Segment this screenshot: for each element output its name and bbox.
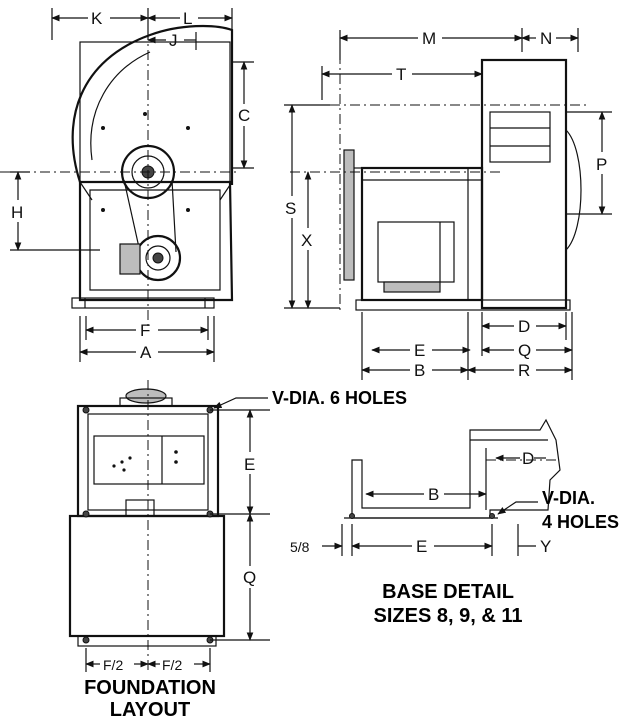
dim-p: P xyxy=(596,155,607,174)
caption-base-detail-sizes: SIZES 8, 9, & 11 xyxy=(374,605,523,627)
caption-layout: LAYOUT xyxy=(110,699,190,719)
dim-b-side: B xyxy=(414,361,425,380)
front-view xyxy=(0,10,240,330)
dim-m: M xyxy=(422,29,436,48)
callout-leader-4-holes xyxy=(497,501,538,515)
foundation-plan xyxy=(68,380,226,672)
dim-r-side: R xyxy=(518,361,530,380)
v-belt xyxy=(123,179,177,253)
dim-e-plan: E xyxy=(244,455,255,474)
dim-n: N xyxy=(540,29,552,48)
dim-x: X xyxy=(301,231,312,250)
plan-motor xyxy=(93,435,205,485)
side-pulleys xyxy=(343,149,355,281)
front-frame xyxy=(78,180,234,302)
front-base xyxy=(71,297,215,309)
front-dimensions: K L J C H F A xyxy=(10,8,254,362)
dim-h: H xyxy=(11,203,23,222)
side-base xyxy=(355,299,571,311)
dim-b-detail: B xyxy=(428,485,439,504)
side-outlet xyxy=(489,111,551,163)
dim-d-detail: D xyxy=(522,449,534,468)
callout-4-holes-line1: V-DIA. xyxy=(542,488,595,508)
dim-t: T xyxy=(396,65,406,84)
dim-f-half-left: F/2 xyxy=(103,657,123,673)
dim-d-side: D xyxy=(518,317,530,336)
dim-k: K xyxy=(91,9,103,28)
dim-a: A xyxy=(140,343,152,362)
plan-pulley xyxy=(125,388,167,404)
side-dimensions: M N T S X P D E Q B xyxy=(284,28,612,380)
callout-6-holes: V-DIA. 6 HOLES xyxy=(272,388,407,408)
dim-j: J xyxy=(169,31,178,50)
base-detail-outline xyxy=(351,418,561,519)
callout-leader-6-holes xyxy=(213,397,268,409)
base-detail xyxy=(344,418,561,519)
caption-foundation: FOUNDATION xyxy=(84,677,216,699)
dim-y: Y xyxy=(540,537,551,556)
front-scroll-housing xyxy=(71,24,234,185)
dim-e-detail: E xyxy=(416,537,427,556)
base-detail-dimensions: B D 5/8 E Y V-DIA. 4 HOLES xyxy=(290,449,619,556)
side-housing xyxy=(480,58,568,310)
dim-c: C xyxy=(238,106,250,125)
dim-f-half-right: F/2 xyxy=(162,657,182,673)
dim-q-side: Q xyxy=(518,341,531,360)
side-frame xyxy=(360,166,484,302)
callout-4-holes-line2: 4 HOLES xyxy=(542,512,619,532)
dim-f: F xyxy=(140,321,150,340)
caption-base-detail: BASE DETAIL xyxy=(382,581,514,603)
dim-e-side: E xyxy=(414,341,425,360)
dim-q-plan: Q xyxy=(243,568,256,587)
motor-body xyxy=(119,243,141,275)
side-view xyxy=(290,34,590,311)
dim-l: L xyxy=(183,9,192,28)
foundation-dimensions: E Q F/2 F/2 V-DIA. 6 HOLES xyxy=(85,388,407,673)
dim-five-eighths: 5/8 xyxy=(290,539,310,555)
dim-s: S xyxy=(285,199,296,218)
side-motor xyxy=(377,221,455,283)
plan-housing xyxy=(68,514,226,638)
